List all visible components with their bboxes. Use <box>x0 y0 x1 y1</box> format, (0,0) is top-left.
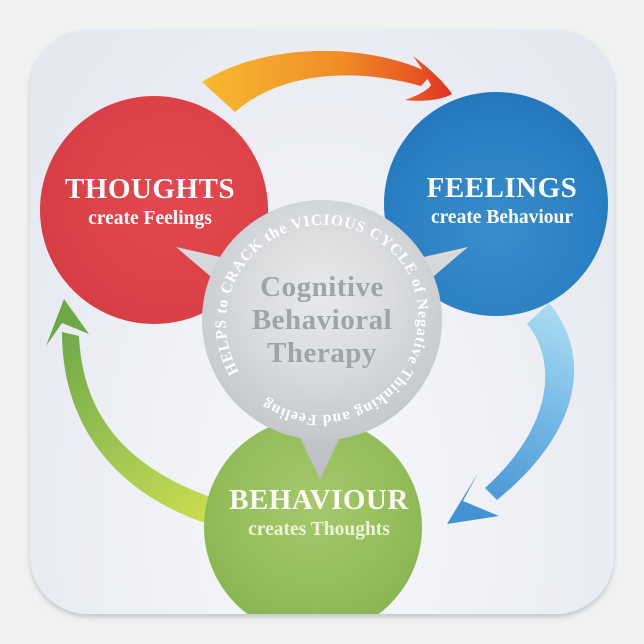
center-title-line-2: Behavioral <box>251 303 393 336</box>
feelings-to-behaviour-arrow-icon <box>447 303 575 524</box>
thoughts-to-feelings-arrow-icon <box>202 50 452 112</box>
center-title-line-3: Therapy <box>267 336 377 369</box>
feelings-node-text: FEELINGS create Behaviour <box>427 173 578 228</box>
behaviour-node-text: BEHAVIOUR creates Thoughts <box>229 485 409 540</box>
center-circle: Cognitive Behavioral Therapy <box>202 200 442 440</box>
thoughts-node: THOUGHTS create Feelings <box>40 96 268 324</box>
thoughts-node-text: THOUGHTS create Feelings <box>65 174 235 229</box>
feelings-title: FEELINGS <box>426 172 578 205</box>
behaviour-title: BEHAVIOUR <box>229 484 409 517</box>
behaviour-to-thoughts-arrow-icon <box>46 299 219 524</box>
behaviour-node: BEHAVIOUR creates Thoughts <box>204 418 422 614</box>
thoughts-title: THOUGHTS <box>65 173 235 206</box>
thoughts-subtitle: create Feelings <box>88 207 212 229</box>
feelings-subtitle: create Behaviour <box>430 206 574 228</box>
diagram-stage: THOUGHTS create Feelings FEELINGS create… <box>30 30 614 614</box>
behaviour-subtitle: creates Thoughts <box>248 518 390 540</box>
cbt-sticker: THOUGHTS create Feelings FEELINGS create… <box>30 30 614 614</box>
center-title-line-1: Cognitive <box>260 270 384 303</box>
